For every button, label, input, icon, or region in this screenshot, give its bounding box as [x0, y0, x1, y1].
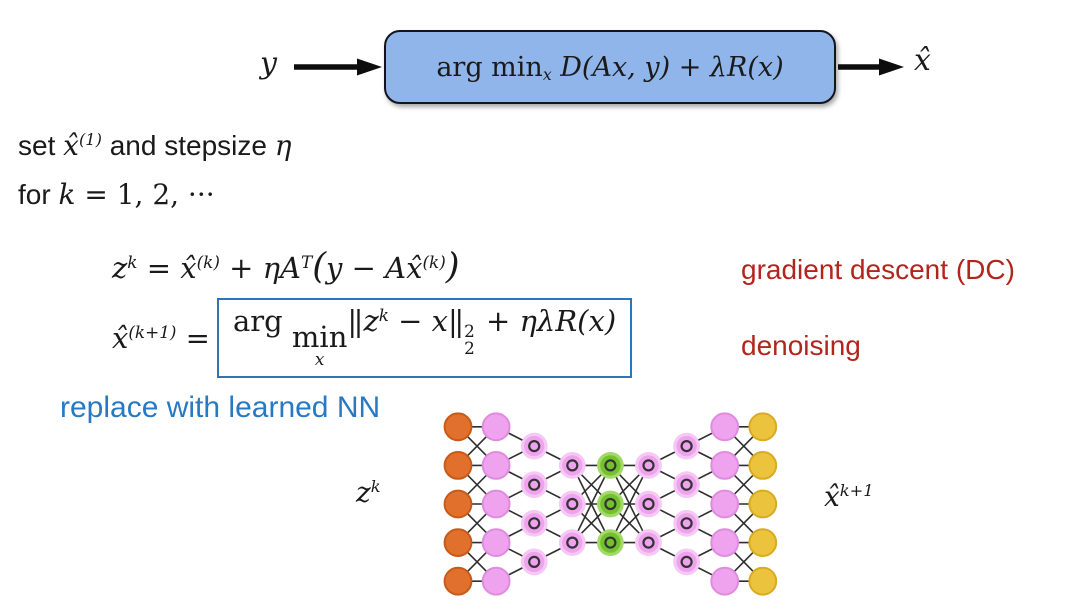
flow-input-symbol: y: [260, 46, 277, 81]
nn-node-pink: [635, 490, 662, 518]
objective-box: arg minx D(Ax, y) + λR(x): [384, 30, 836, 104]
nn-node-pink: [710, 528, 740, 558]
nn-node-orange: [443, 566, 473, 596]
loop-line: for k = 1, 2, ···: [18, 178, 215, 211]
objective-formula: arg minx D(Ax, y) + λR(x): [436, 51, 784, 84]
nn-node-orange: [443, 489, 473, 519]
nn-node-green: [597, 529, 624, 556]
nn-input-label: zk: [356, 476, 381, 509]
nn-node-pink: [520, 432, 548, 460]
nn-node-green: [597, 452, 624, 479]
nn-node-pink: [673, 432, 700, 460]
nn-node-pink: [558, 452, 586, 479]
nn-node-pink: [635, 452, 662, 479]
init-line: set x̂(1) and stepsize η: [18, 129, 292, 162]
nn-node-pink: [673, 509, 700, 537]
gradient-step-annotation: gradient descent (DC): [741, 254, 1015, 285]
nn-node-pink: [481, 451, 511, 480]
nn-node-yellow: [748, 566, 778, 596]
nn-node-pink: [673, 471, 700, 499]
nn-node-pink: [710, 489, 740, 519]
nn-node-pink: [558, 490, 586, 518]
arrow-right-icon: [838, 58, 904, 76]
nn-node-pink: [520, 509, 548, 537]
arrow-right-icon: [294, 58, 382, 76]
denoising-step-lhs: x̂(k+1) =: [112, 320, 210, 355]
nn-output-label: x̂k+1: [824, 480, 874, 513]
nn-edge: [571, 465, 612, 543]
nn-node-yellow: [748, 451, 778, 480]
nn-node-yellow: [748, 528, 778, 558]
nn-node-yellow: [748, 412, 778, 442]
nn-node-orange: [443, 528, 473, 558]
nn-node-pink: [673, 548, 700, 576]
nn-node-orange: [443, 412, 473, 442]
nn-node-pink: [481, 489, 511, 519]
nn-node-green: [597, 490, 624, 518]
gradient-step-equation: zk = x̂(k) + ηAT(y − Ax̂(k)): [112, 246, 460, 287]
nn-node-pink: [520, 471, 548, 499]
nn-node-pink: [710, 412, 740, 442]
nn-caption: replace with learned NN: [60, 391, 381, 424]
nn-node-yellow: [748, 489, 778, 519]
nn-node-pink: [481, 566, 511, 596]
nn-node-pink: [635, 529, 662, 556]
nn-node-pink: [520, 548, 548, 576]
denoising-annotation: denoising: [741, 330, 861, 361]
nn-edge: [609, 465, 650, 543]
nn-node-orange: [443, 451, 473, 480]
flow-output-symbol: x̂: [914, 43, 931, 78]
nn-diagram: [443, 412, 778, 596]
nn-node-pink: [481, 528, 511, 558]
nn-node-pink: [710, 566, 740, 596]
nn-node-pink: [710, 451, 740, 480]
nn-node-pink: [481, 412, 511, 442]
nn-node-pink: [558, 529, 586, 556]
